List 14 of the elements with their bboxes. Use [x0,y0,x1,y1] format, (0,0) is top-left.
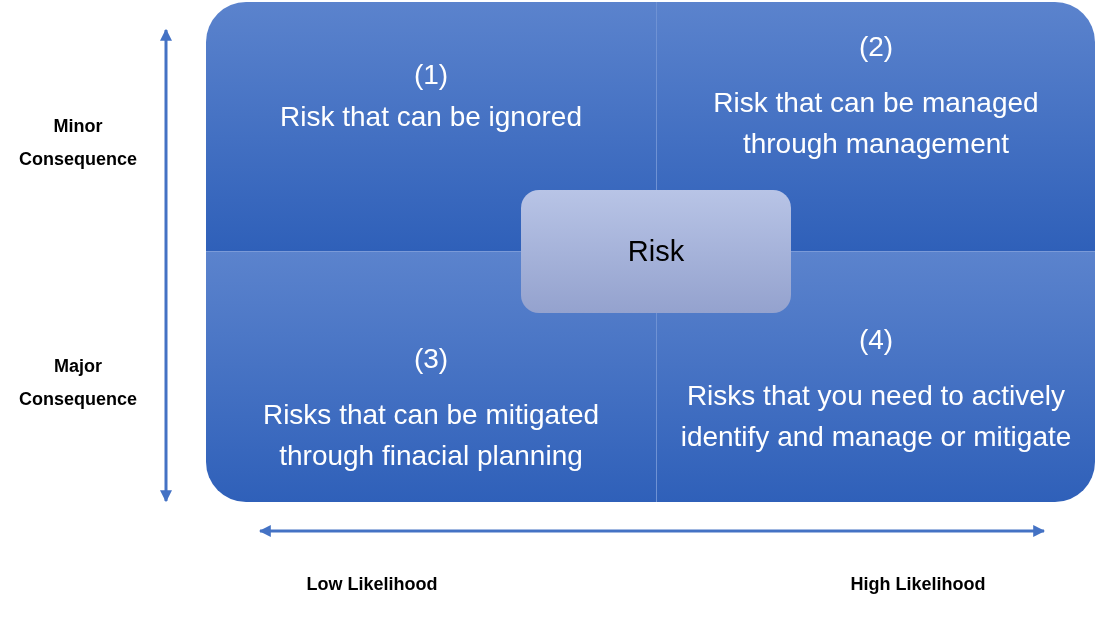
quadrant-description: Risk that can be managed through management [712,86,1040,161]
quadrant-number: (3) [413,342,449,376]
axis-label: Low Likelihood [305,573,439,596]
quadrant-description: Risks that can be mitigated through finacial planning [261,398,601,473]
axis-label: High Likelihood [849,573,987,596]
axis-label: Major Consequence [18,355,138,411]
quadrant-number: (4) [858,323,894,357]
quadrant-description: Risk that can be ignored [280,100,582,134]
center-box [521,190,791,313]
center-label: Risk [627,235,685,268]
quadrant-number: (1) [413,58,449,92]
quadrant-description: Risks that you need to actively identify and manage or mitigate [679,379,1073,454]
quadrant-number: (2) [858,30,894,64]
axis-label: Minor Consequence [18,115,138,171]
